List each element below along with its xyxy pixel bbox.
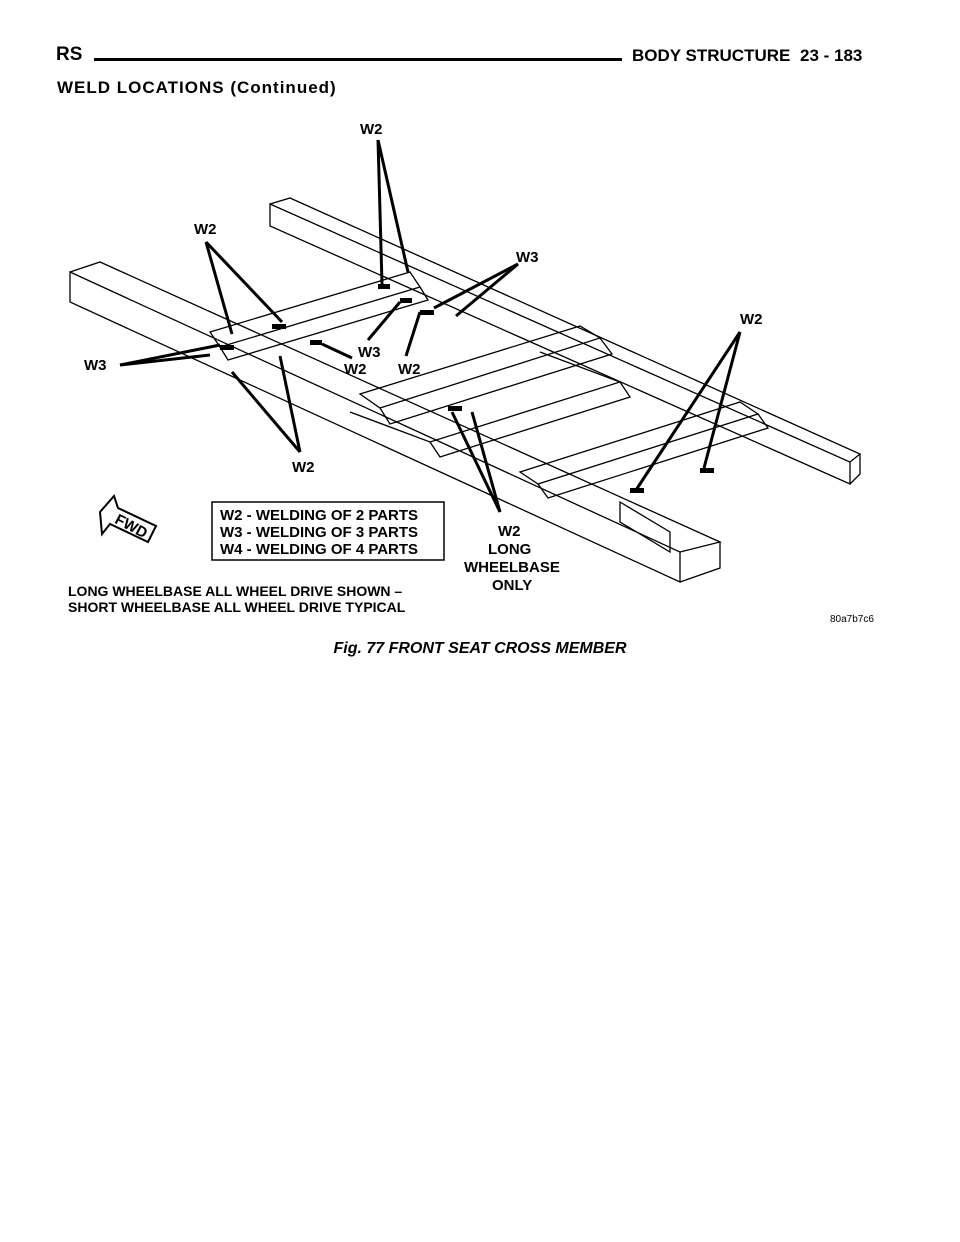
image-code: 80a7b7c6 [830, 614, 874, 625]
legend-w2: W2 - WELDING OF 2 PARTS [220, 507, 418, 524]
callout-w2-long: W2 [498, 523, 521, 540]
drive-note-line1: LONG WHEELBASE ALL WHEEL DRIVE SHOWN – [68, 583, 402, 599]
header-left-code: RS [56, 44, 83, 65]
drive-note-line2: SHORT WHEELBASE ALL WHEEL DRIVE TYPICAL [68, 599, 406, 615]
callout-w3-mid: W3 [358, 344, 381, 361]
frame-illustration: W2 W2 W3 W2 W3 W3 W2 W2 W2 W2 LONG WHEEL… [68, 121, 874, 625]
callout-arrows [119, 139, 742, 513]
callout-w2-mid2: W2 [398, 361, 421, 378]
legend-w4: W4 - WELDING OF 4 PARTS [220, 541, 418, 558]
callout-w2-left: W2 [194, 221, 217, 238]
header-page-number: 23 - 183 [800, 46, 863, 65]
header-rule [94, 58, 622, 61]
weld-diagram-figure: W2 W2 W3 W2 W3 W3 W2 W2 W2 W2 LONG WHEEL… [60, 112, 900, 632]
section-subtitle: WELD LOCATIONS (Continued) [57, 78, 337, 97]
fwd-arrow-icon: FWD [98, 494, 158, 544]
callout-only: ONLY [492, 577, 532, 594]
figure-caption: Fig. 77 FRONT SEAT CROSS MEMBER [333, 640, 627, 657]
weld-legend: W2 - WELDING OF 2 PARTS W3 - WELDING OF … [211, 501, 445, 561]
callout-wheelbase: WHEELBASE [464, 559, 560, 576]
callout-w2-bottom: W2 [292, 459, 315, 476]
callout-w2-far-right: W2 [740, 311, 763, 328]
frame-structure [69, 197, 862, 584]
callout-w3-right: W3 [516, 249, 539, 266]
legend-w3: W3 - WELDING OF 3 PARTS [220, 524, 418, 541]
header-section-title: BODY STRUCTURE [632, 46, 791, 65]
callout-w3-left: W3 [84, 357, 107, 374]
callout-long: LONG [488, 541, 531, 558]
callout-w2-top: W2 [360, 121, 383, 138]
callout-w2-mid: W2 [344, 361, 367, 378]
